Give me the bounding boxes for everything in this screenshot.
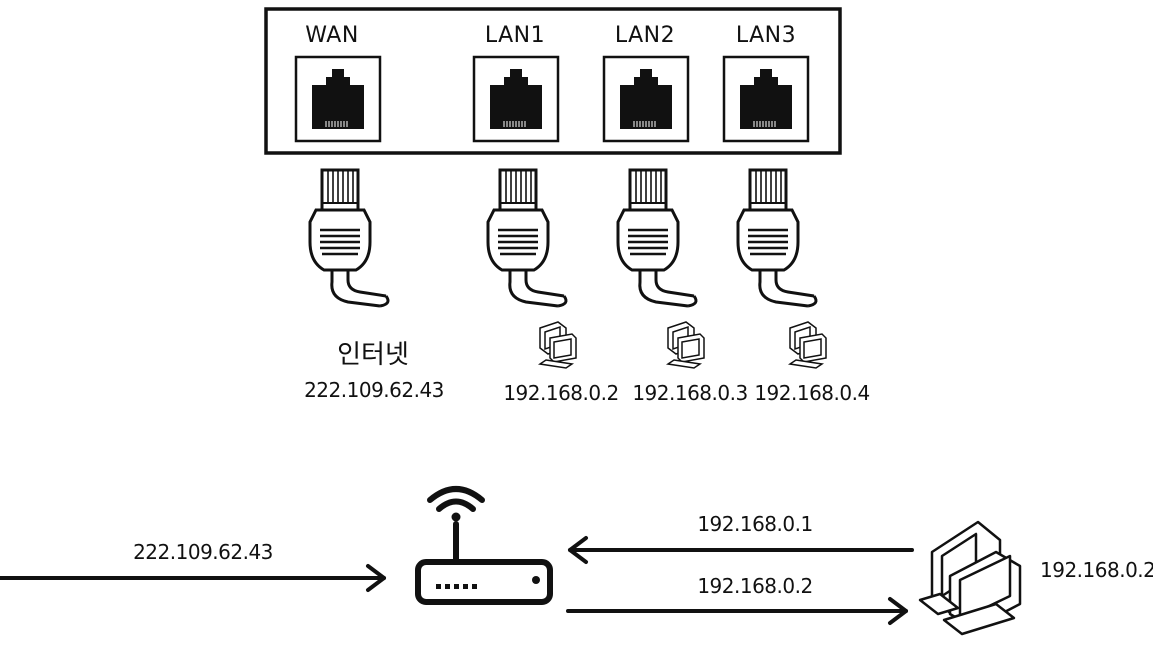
port-label-lan2: LAN2 [614,23,676,48]
lan1-ip-label: 192.168.0.2 [503,381,619,405]
pc-icon [667,321,705,369]
ethernet-plug-icon [736,168,818,308]
lan3-ip-label: 192.168.0.4 [754,381,870,405]
wifi-router-icon [415,486,553,605]
port-label-lan1: LAN1 [484,23,546,48]
rj45-port-icon [472,55,560,143]
flow-wan-ip: 222.109.62.43 [133,540,273,564]
lan2-ip-label: 192.168.0.3 [632,381,748,405]
flow-assigned-ip: 192.168.0.2 [697,574,813,598]
internet-label: 인터넷 [337,340,409,370]
rj45-port-icon [294,55,382,143]
pc-icon [918,520,1022,636]
pc-icon [539,321,577,369]
rj45-port-icon [722,55,810,143]
arrow-icon [568,536,914,564]
port-label-wan: WAN [305,23,359,48]
arrow-icon [566,597,908,625]
pc-icon [789,321,827,369]
port-label-lan3: LAN3 [735,23,797,48]
rj45-port-icon [602,55,690,143]
ethernet-plug-icon [616,168,698,308]
ethernet-plug-icon [308,168,390,308]
arrow-icon [0,564,386,592]
flow-gateway-ip: 192.168.0.1 [697,512,813,536]
ethernet-plug-icon [486,168,568,308]
flow-pc-ip: 192.168.0.2 [1040,558,1153,582]
wan-ip-label: 222.109.62.43 [304,378,444,402]
